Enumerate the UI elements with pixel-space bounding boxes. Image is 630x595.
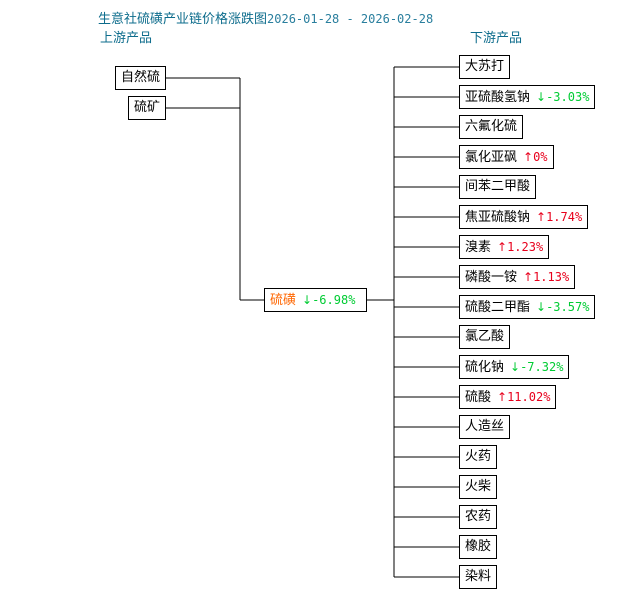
product-name: 焦亚硫酸钠 <box>465 210 531 225</box>
product-name: 硫酸 <box>465 390 492 405</box>
downstream-node-16[interactable]: 橡胶 <box>459 535 498 559</box>
arrow-down-icon: ↓ <box>536 90 547 104</box>
product-name: 硫矿 <box>133 100 160 115</box>
product-name: 农药 <box>465 509 492 524</box>
downstream-node-15[interactable]: 农药 <box>459 505 498 529</box>
downstream-node-17[interactable]: 染料 <box>459 565 498 589</box>
upstream-heading: 上游产品 <box>100 31 153 46</box>
price-change-value: ↑1.74% <box>536 210 583 224</box>
arrow-up-icon: ↑ <box>523 270 534 284</box>
product-name: 六氟化硫 <box>465 119 518 134</box>
downstream-node-14[interactable]: 火柴 <box>459 475 498 499</box>
upstream-node-1[interactable]: 硫矿 <box>127 96 166 120</box>
product-name: 火药 <box>465 449 492 464</box>
downstream-node-13[interactable]: 火药 <box>459 445 498 469</box>
arrow-up-icon: ↑ <box>536 210 547 224</box>
downstream-node-12[interactable]: 人造丝 <box>459 415 511 439</box>
arrow-up-icon: ↑ <box>497 240 508 254</box>
product-name: 人造丝 <box>465 419 505 434</box>
page-title-text: 生意社硫磺产业链价格涨跌图 <box>98 12 268 27</box>
arrow-down-icon: ↓ <box>302 293 313 307</box>
product-name: 染料 <box>465 569 492 584</box>
product-name: 硫磺 <box>270 293 297 308</box>
price-change-value: ↓-3.57% <box>536 300 590 314</box>
product-name: 自然硫 <box>120 70 160 85</box>
product-name: 橡胶 <box>465 539 492 554</box>
downstream-node-10[interactable]: 硫化钠 ↓-7.32% <box>459 355 570 379</box>
center-node[interactable]: 硫磺 ↓-6.98% <box>264 288 367 312</box>
product-name: 间苯二甲酸 <box>465 179 531 194</box>
product-name: 火柴 <box>465 479 492 494</box>
price-change-value: ↓-3.03% <box>536 90 590 104</box>
price-change-value: ↑11.02% <box>497 390 551 404</box>
downstream-node-9[interactable]: 氯乙酸 <box>459 325 511 349</box>
product-name: 大苏打 <box>465 59 505 74</box>
page-title: 生意社硫磺产业链价格涨跌图2026-01-28 - 2026-02-28 <box>98 8 433 27</box>
downstream-node-8[interactable]: 硫酸二甲酯 ↓-3.57% <box>459 295 596 319</box>
downstream-node-0[interactable]: 大苏打 <box>459 55 511 79</box>
arrow-up-icon: ↑ <box>497 390 508 404</box>
product-name: 磷酸一铵 <box>465 270 518 285</box>
price-change-value: ↑1.23% <box>497 240 544 254</box>
upstream-node-0[interactable]: 自然硫 <box>114 66 166 90</box>
product-name: 硫化钠 <box>465 360 505 375</box>
product-name: 氯化亚砜 <box>465 150 518 165</box>
product-name: 硫酸二甲酯 <box>465 300 531 315</box>
product-name: 亚硫酸氢钠 <box>465 90 531 105</box>
date-range: 2026-01-28 - 2026-02-28 <box>267 12 434 26</box>
price-change-value: ↑1.13% <box>523 270 570 284</box>
price-change-value: ↓-7.32% <box>510 360 564 374</box>
downstream-heading: 下游产品 <box>470 31 523 46</box>
arrow-down-icon: ↓ <box>536 300 547 314</box>
downstream-node-1[interactable]: 亚硫酸氢钠 ↓-3.03% <box>459 85 596 109</box>
price-change-value: ↓-6.98% <box>302 293 356 307</box>
arrow-down-icon: ↓ <box>510 360 521 374</box>
downstream-node-4[interactable]: 间苯二甲酸 <box>459 175 537 199</box>
downstream-node-3[interactable]: 氯化亚砜 ↑0% <box>459 145 554 169</box>
product-name: 氯乙酸 <box>465 329 505 344</box>
downstream-node-7[interactable]: 磷酸一铵 ↑1.13% <box>459 265 576 289</box>
product-name: 溴素 <box>465 240 492 255</box>
downstream-node-11[interactable]: 硫酸 ↑11.02% <box>459 385 557 409</box>
arrow-up-icon: ↑ <box>523 150 534 164</box>
downstream-node-2[interactable]: 六氟化硫 <box>459 115 524 139</box>
downstream-node-5[interactable]: 焦亚硫酸钠 ↑1.74% <box>459 205 589 229</box>
downstream-node-6[interactable]: 溴素 ↑1.23% <box>459 235 550 259</box>
price-change-value: ↑0% <box>523 150 548 164</box>
